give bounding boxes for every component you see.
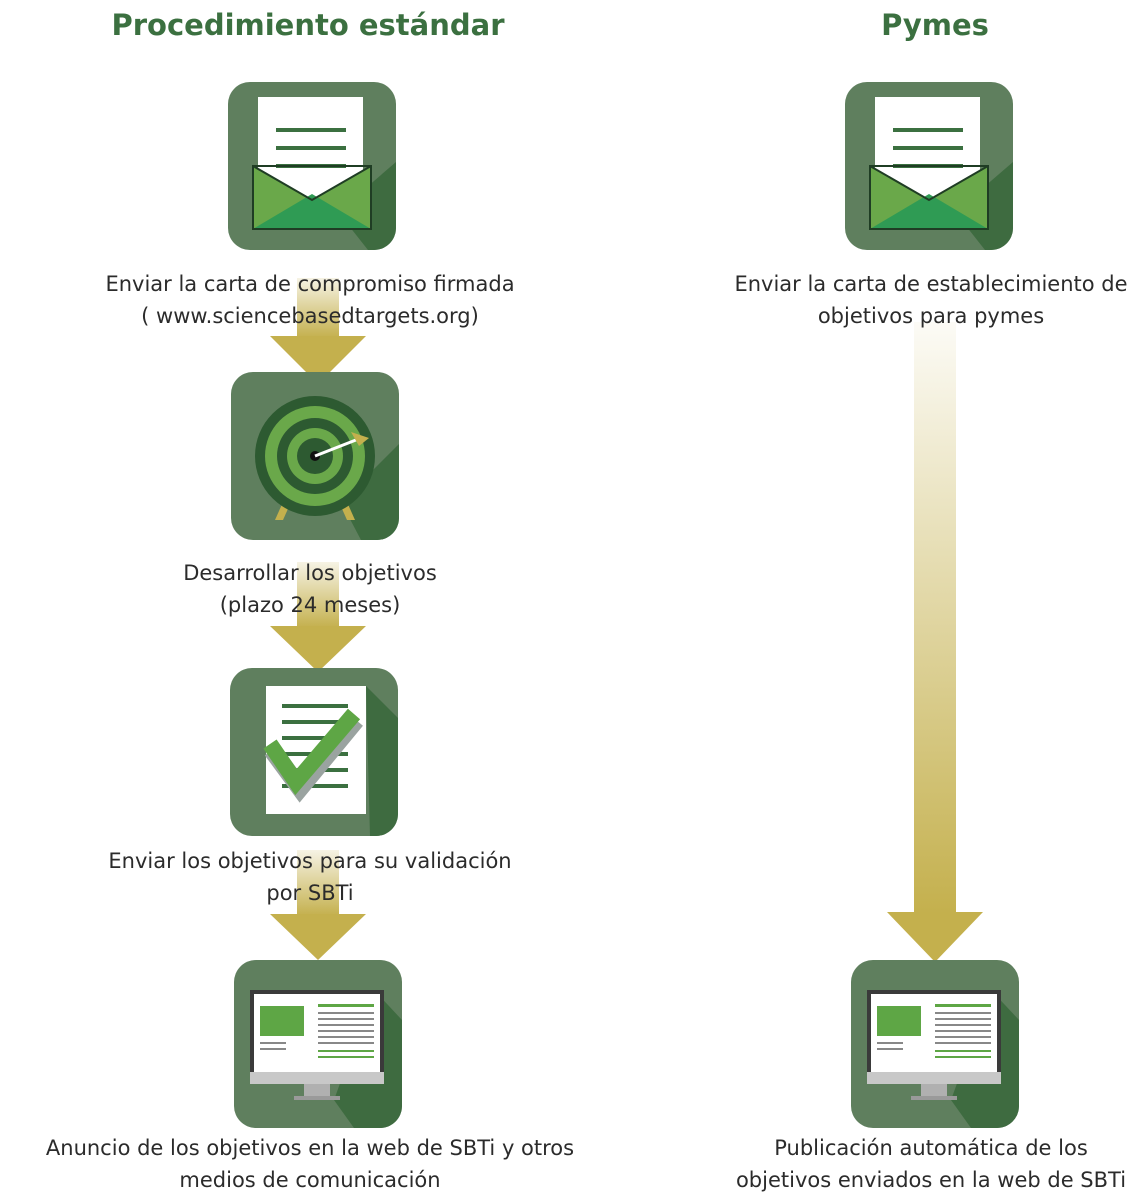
monitor-webpage-icon	[851, 960, 1019, 1128]
step-tile-3	[230, 668, 398, 836]
sme-column-title: Pymes	[881, 8, 989, 42]
step-label-4-line1: Anuncio de los objetivos en la web de SB…	[45, 1136, 575, 1160]
flow-arrow-sme	[887, 322, 983, 962]
flow-arrow-1	[270, 278, 366, 384]
sme-label-1-line2: objetivos para pymes	[817, 304, 1045, 328]
step-tile-1	[228, 82, 396, 250]
step-label-1-line2: ( www.sciencebasedtargets.org)	[141, 304, 479, 328]
step-label-3: Enviar los objetivos para su validación …	[60, 845, 560, 909]
step-label-3-line1: Enviar los objetivos para su validación	[108, 849, 512, 873]
step-tile-4	[234, 960, 402, 1128]
sme-label-2-line1: Publicación automática de los	[774, 1136, 1088, 1160]
monitor-webpage-icon	[234, 960, 402, 1128]
step-label-3-line2: por SBTi	[266, 881, 354, 905]
step-label-4-line2: medios de comunicación	[179, 1168, 441, 1192]
step-tile-2	[231, 372, 399, 540]
standard-column-title: Procedimiento estándar	[111, 8, 505, 42]
step-label-2-line1: Desarrollar los objetivos	[183, 561, 437, 585]
sme-label-1-line1: Enviar la carta de establecimiento de	[734, 272, 1128, 296]
sme-label-2-line2: objetivos enviados en la web de SBTi	[735, 1168, 1127, 1192]
sme-tile-2	[851, 960, 1019, 1128]
sme-tile-1	[845, 82, 1013, 250]
step-label-1: Enviar la carta de compromiso firmada ( …	[60, 268, 560, 332]
step-label-1-line1: Enviar la carta de compromiso firmada	[105, 272, 515, 296]
step-label-2-line2: (plazo 24 meses)	[219, 593, 401, 617]
step-label-2: Desarrollar los objetivos (plazo 24 mese…	[110, 557, 510, 621]
step-label-4: Anuncio de los objetivos en la web de SB…	[10, 1132, 610, 1196]
envelope-letter-icon	[845, 82, 1013, 250]
sme-label-1: Enviar la carta de establecimiento de ob…	[715, 268, 1147, 332]
checked-document-icon	[230, 668, 398, 836]
envelope-letter-icon	[228, 82, 396, 250]
flow-arrow-2	[270, 562, 366, 672]
target-icon	[231, 372, 399, 540]
sme-label-2: Publicación automática de los objetivos …	[715, 1132, 1147, 1196]
flow-arrow-3	[270, 850, 366, 960]
